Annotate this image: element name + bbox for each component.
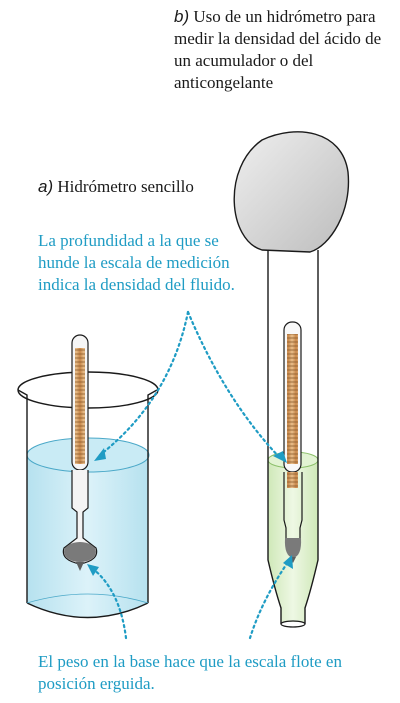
panel-a-text: Hidrómetro sencillo [57, 177, 194, 196]
arrow-to-weight-a [90, 566, 128, 640]
annotation-arrows [90, 310, 290, 640]
bulb-hydrometer [233, 131, 350, 628]
arrow-heads [87, 448, 293, 576]
weight-annotation: El peso en la base hace que la escala fl… [38, 652, 342, 693]
depth-annotation: La profundidad a la que se hunde la esca… [38, 231, 235, 294]
panel-b-letter: b) [174, 7, 190, 26]
arrow-to-weight-b [248, 560, 290, 640]
rubber-bulb [233, 131, 350, 253]
simple-hydrometer [62, 334, 98, 571]
weight-b [284, 538, 302, 558]
hydrometer-b-caption: b) Uso de un hidrómetro para medir la de… [174, 6, 396, 94]
panel-a-letter: a) [38, 177, 54, 196]
panel-b-text: Uso de un hidrómetro para medir la densi… [174, 7, 382, 92]
measurement-scale-b [287, 334, 298, 464]
arrow-to-scale-a [98, 310, 190, 457]
weight-a [64, 542, 96, 562]
arrow-to-scale-b [186, 310, 282, 460]
beaker-liquid [27, 455, 148, 618]
hydrometer-a-caption: a) Hidrómetro sencillo [38, 176, 198, 198]
measurement-scale [75, 348, 85, 464]
